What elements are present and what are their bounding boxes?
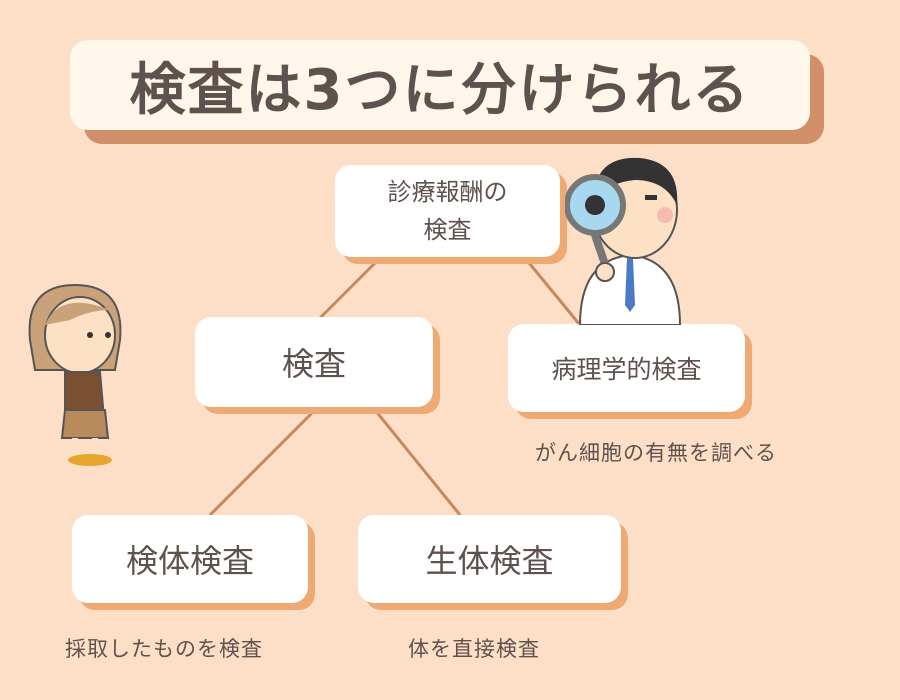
woman-thinking-illustration xyxy=(28,283,122,466)
note-specimen: 採取したものを検査 xyxy=(65,637,263,661)
node-biological: 生体検査 xyxy=(358,515,621,603)
node-root: 診療報酬の 検査 xyxy=(335,165,560,257)
node-pathology: 病理学的検査 xyxy=(508,324,745,412)
node-exam: 検査 xyxy=(195,317,433,407)
page-title: 検査は3つに分けられる xyxy=(70,40,810,130)
node-specimen: 検体検査 xyxy=(72,515,308,603)
doctor-magnifier-illustration xyxy=(565,157,682,325)
note-biological: 体を直接検査 xyxy=(408,637,540,661)
note-pathology: がん細胞の有無を調べる xyxy=(535,441,777,465)
